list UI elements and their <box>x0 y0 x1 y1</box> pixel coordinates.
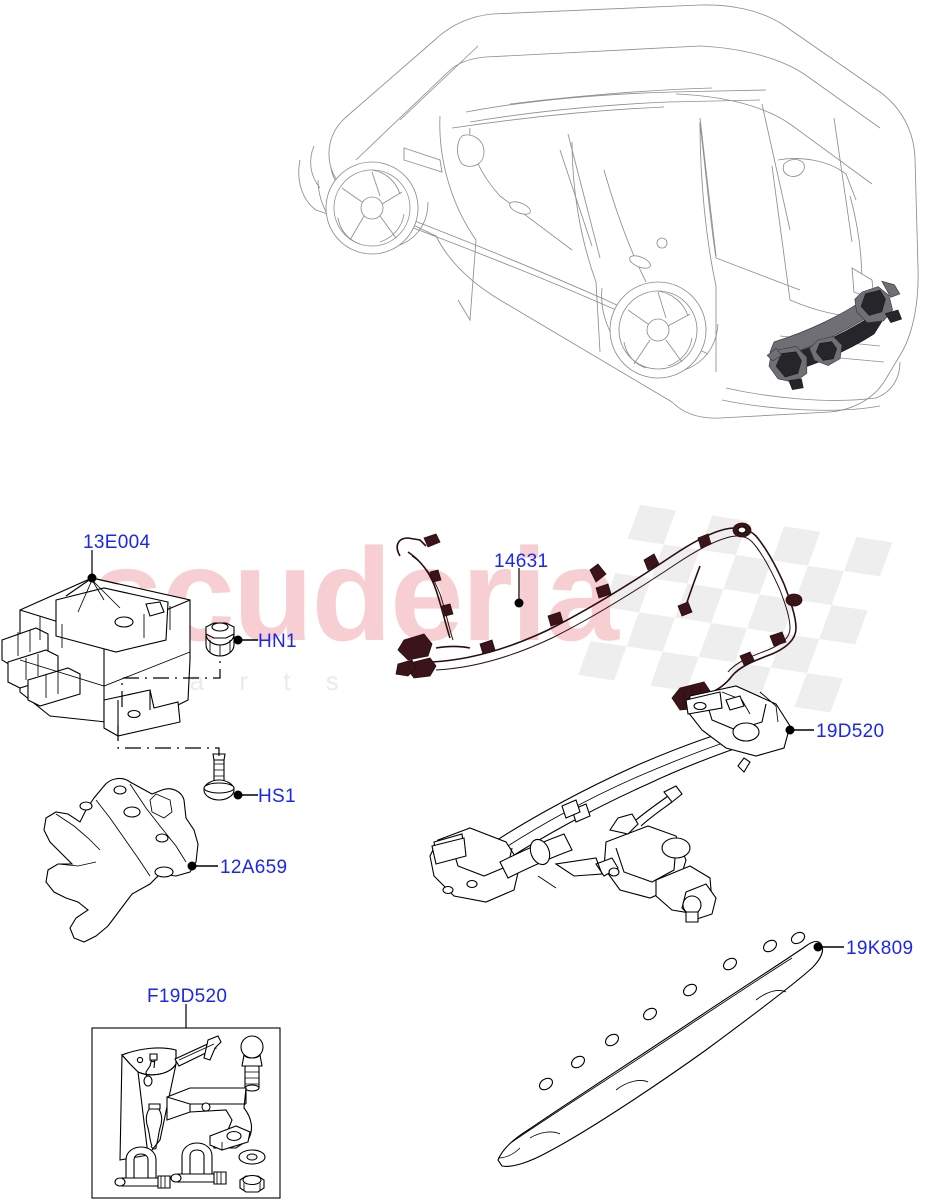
storage-pouch-item <box>119 1047 177 1161</box>
callout-label-14631: 14631 <box>494 551 548 572</box>
callout-label-19K809: 19K809 <box>846 938 913 959</box>
anchor-12A659 <box>187 861 197 871</box>
trailer-module-part[interactable] <box>1 577 191 737</box>
hex-nut-part[interactable] <box>205 622 235 657</box>
d-shackle-left-item <box>114 1146 171 1189</box>
callout-label-F19D520: F19D520 <box>147 986 227 1007</box>
stud-screw-part[interactable] <box>203 753 235 801</box>
d-shackle-right-item <box>170 1142 227 1185</box>
drawbar-insert-item <box>166 1087 253 1151</box>
safety-clip-item <box>145 1103 163 1150</box>
suv-outline <box>298 4 919 419</box>
assembly-dash-stud <box>117 725 220 756</box>
callout-label-HS1: HS1 <box>258 786 296 807</box>
tow-bar-accessory-kit[interactable] <box>91 1004 281 1199</box>
tow-ball-item <box>240 1035 264 1092</box>
callout-label-13E004: 13E004 <box>83 532 150 553</box>
callout-label-19D520: 19D520 <box>816 721 884 742</box>
anchor-14631 <box>514 598 524 608</box>
front-wheel <box>325 161 419 255</box>
installed-tow-bar <box>766 280 903 390</box>
assembly-dash-nut <box>121 657 221 707</box>
anchor-HN1 <box>233 635 243 645</box>
callout-label-12A659: 12A659 <box>220 857 287 878</box>
flat-washer-item <box>238 1149 266 1165</box>
anchor-19K809 <box>813 942 823 952</box>
towing-wiring-harness-part[interactable] <box>395 522 803 711</box>
locking-pin-item <box>174 1035 222 1067</box>
anchor-HS1 <box>233 790 243 800</box>
rear-wheel <box>609 281 707 379</box>
anchor-13E004 <box>87 573 97 583</box>
split-pin-item <box>143 1053 158 1087</box>
bumper-lower-trim-part[interactable] <box>497 930 824 1167</box>
hex-nut-item <box>239 1174 265 1193</box>
anchor-19D520 <box>785 725 795 735</box>
tow-bar-assembly-part[interactable] <box>429 685 791 923</box>
checkered-flag-icon <box>578 505 893 713</box>
mounting-bracket-part[interactable] <box>43 777 199 943</box>
callout-label-HN1: HN1 <box>258 631 297 652</box>
